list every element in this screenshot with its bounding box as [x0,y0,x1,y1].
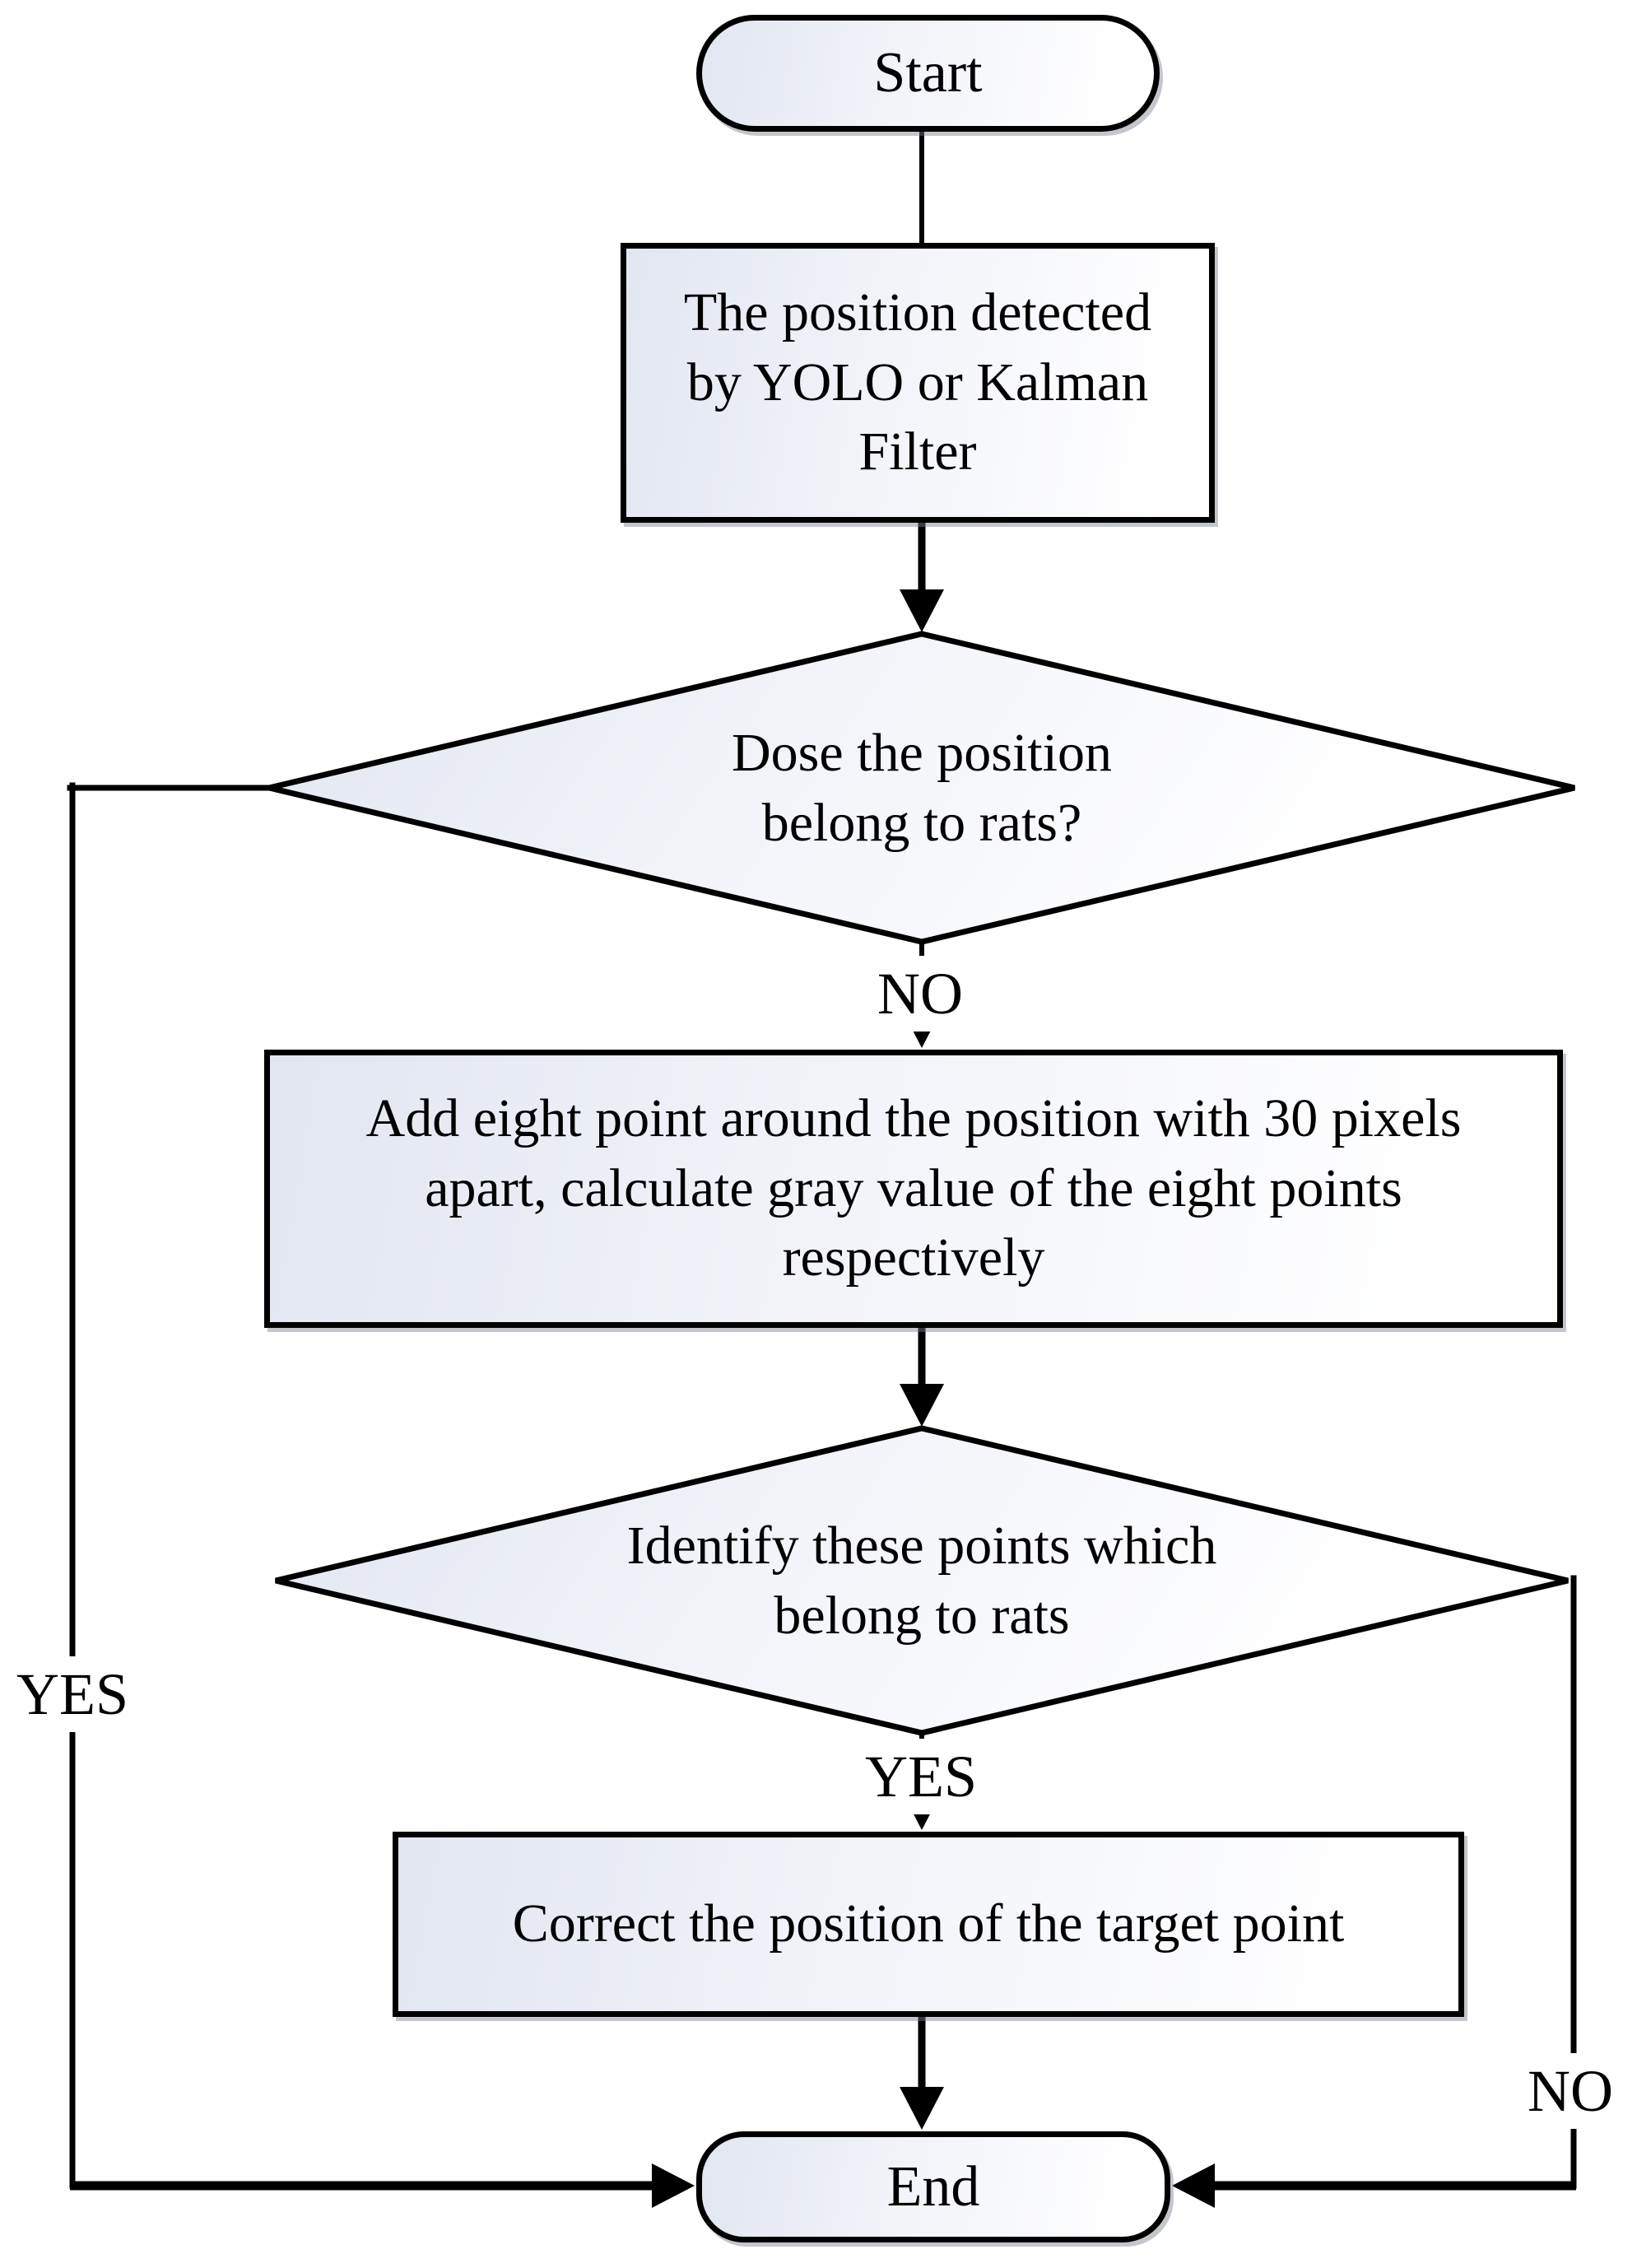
start-node: Start [696,15,1160,132]
process-correct-node: Correct the position of the target point [393,1832,1464,2017]
decision1-diamond [268,631,1575,945]
edge-label-decision1-yes: YES [9,1656,136,1732]
arrowhead-into-decision1 [900,589,944,632]
decision2-label: Identify these points which belong to ra… [626,1516,1217,1646]
process-detect-node: The position detected by YOLO or Kalman … [621,243,1215,523]
process-addpoints-node: Add eight point around the position with… [264,1050,1563,1328]
edge-label-decision1-no: NO [871,956,970,1032]
process-correct-label: Correct the position of the target point [512,1893,1345,1954]
end-node: End [696,2131,1170,2242]
edge-label-decision2-yes: YES [858,1739,984,1814]
decision2-diamond [275,1425,1569,1736]
start-node-label: Start [873,41,983,105]
arrowhead-into-end-left [652,2163,695,2208]
decision1-label: Dose the position belong to rats? [732,723,1112,853]
arrowhead-into-end-right [1172,2163,1215,2208]
process-addpoints-label: Add eight point around the position with… [365,1088,1462,1288]
edge-label-decision2-no: NO [1521,2053,1620,2129]
end-node-label: End [886,2154,980,2219]
arrowhead-into-decision2 [900,1384,944,1427]
process-detect-label: The position detected by YOLO or Kalman … [683,282,1152,482]
arrowhead-into-end-top [900,2087,944,2130]
